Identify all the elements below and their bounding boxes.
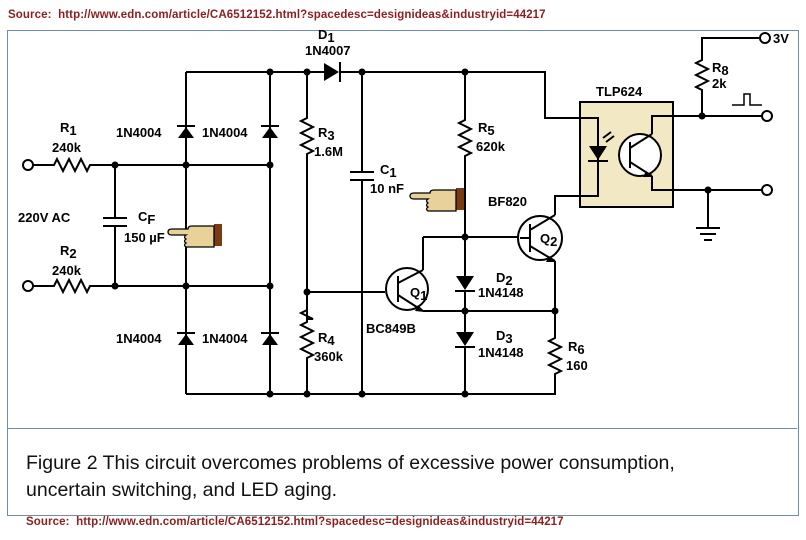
r4-ref: R4 (318, 330, 335, 348)
r6-value: 160 (566, 358, 588, 373)
r1-value: 240k (52, 140, 82, 155)
supply-terminal (759, 32, 771, 44)
figure-frame (7, 30, 799, 516)
optocoupler-label: TLP624 (596, 84, 643, 99)
output-terminal-top (761, 110, 773, 122)
q2-type: BF820 (488, 194, 527, 209)
r6-resistor (465, 311, 564, 395)
r1-resistor (33, 156, 186, 174)
r5-ref: R5 (478, 120, 495, 138)
bridge-label-bottom-right: 1N4004 (202, 331, 248, 346)
pointing-hand-icon (167, 224, 222, 248)
bridge-label-bottom-left: 1N4004 (116, 331, 162, 346)
input-terminal-top (22, 159, 34, 171)
d1-ref: D1 (318, 27, 335, 45)
d2-ref: D2 (496, 270, 513, 288)
source-url[interactable]: http://www.edn.com/article/CA6512152.htm… (58, 9, 546, 21)
source-label: Source: (26, 516, 70, 528)
r3-value: 1.6M (314, 144, 343, 159)
bridge-label-top-right: 1N4004 (202, 125, 248, 140)
c1-capacitor (350, 72, 374, 394)
r1-ref: R1 (60, 120, 77, 138)
q2-ref: Q2 (540, 231, 557, 249)
r4-value: 360k (314, 349, 344, 364)
pulse-waveform-icon (732, 93, 762, 106)
caption-divider (8, 428, 797, 429)
q1-transistor (385, 267, 555, 312)
cf-value: 150 µF (124, 230, 165, 245)
d1-diode (307, 62, 362, 82)
source-url[interactable]: http://www.edn.com/article/CA6512152.htm… (76, 516, 564, 528)
r3-r4-divider (298, 72, 316, 394)
circuit-schematic: R1 240k R2 240k 220V AC CF 150 µF 1N4004… (18, 27, 789, 398)
cf-ref: CF (138, 209, 155, 227)
bridge-diode-bottom-right (261, 332, 279, 345)
r5-resistor (456, 72, 474, 237)
pointing-hand-icon (409, 188, 464, 212)
q1-type: BC849B (366, 321, 416, 336)
supply-label: 3V (773, 31, 789, 46)
r3-ref: R3 (318, 125, 335, 143)
input-terminal-bottom (22, 280, 34, 292)
r2-resistor (33, 277, 186, 295)
c1-value: 10 nF (370, 181, 404, 196)
bridge-diode-top-right (261, 125, 279, 138)
ground-icon (696, 190, 720, 241)
bridge-label-top-left: 1N4004 (116, 125, 162, 140)
source-label: Source: (8, 9, 52, 21)
r2-value: 240k (52, 263, 82, 278)
bridge-diode-top-left (177, 125, 195, 138)
r2-ref: R2 (60, 243, 77, 261)
source-line-bottom: Source: http://www.edn.com/article/CA651… (26, 516, 564, 528)
d2-diode (455, 237, 475, 332)
d1-value: 1N4007 (305, 43, 351, 58)
q2-transistor (517, 195, 580, 311)
d3-diode (455, 332, 475, 394)
input-voltage-label: 220V AC (18, 210, 71, 225)
q1-ref: Q1 (410, 285, 427, 303)
figure-caption: Figure 2 This circuit overcomes problems… (26, 450, 786, 504)
bridge-diode-bottom-left (177, 332, 195, 345)
caption-line-1: Figure 2 This circuit overcomes problems… (26, 452, 675, 474)
r6-ref: R6 (568, 339, 585, 357)
source-line-top: Source: http://www.edn.com/article/CA651… (8, 9, 546, 21)
caption-line-2: uncertain switching, and LED aging. (26, 479, 338, 501)
r8-ref: R8 (712, 60, 729, 78)
cf-capacitor (103, 165, 127, 286)
c1-ref: C1 (380, 162, 397, 180)
r8-value: 2k (712, 76, 727, 91)
d2-value: 1N4148 (478, 285, 524, 300)
r5-value: 620k (476, 139, 506, 154)
r8-resistor (693, 37, 760, 116)
d3-ref: D3 (496, 328, 513, 346)
d3-value: 1N4148 (478, 345, 524, 360)
output-terminal-bottom (761, 184, 773, 196)
